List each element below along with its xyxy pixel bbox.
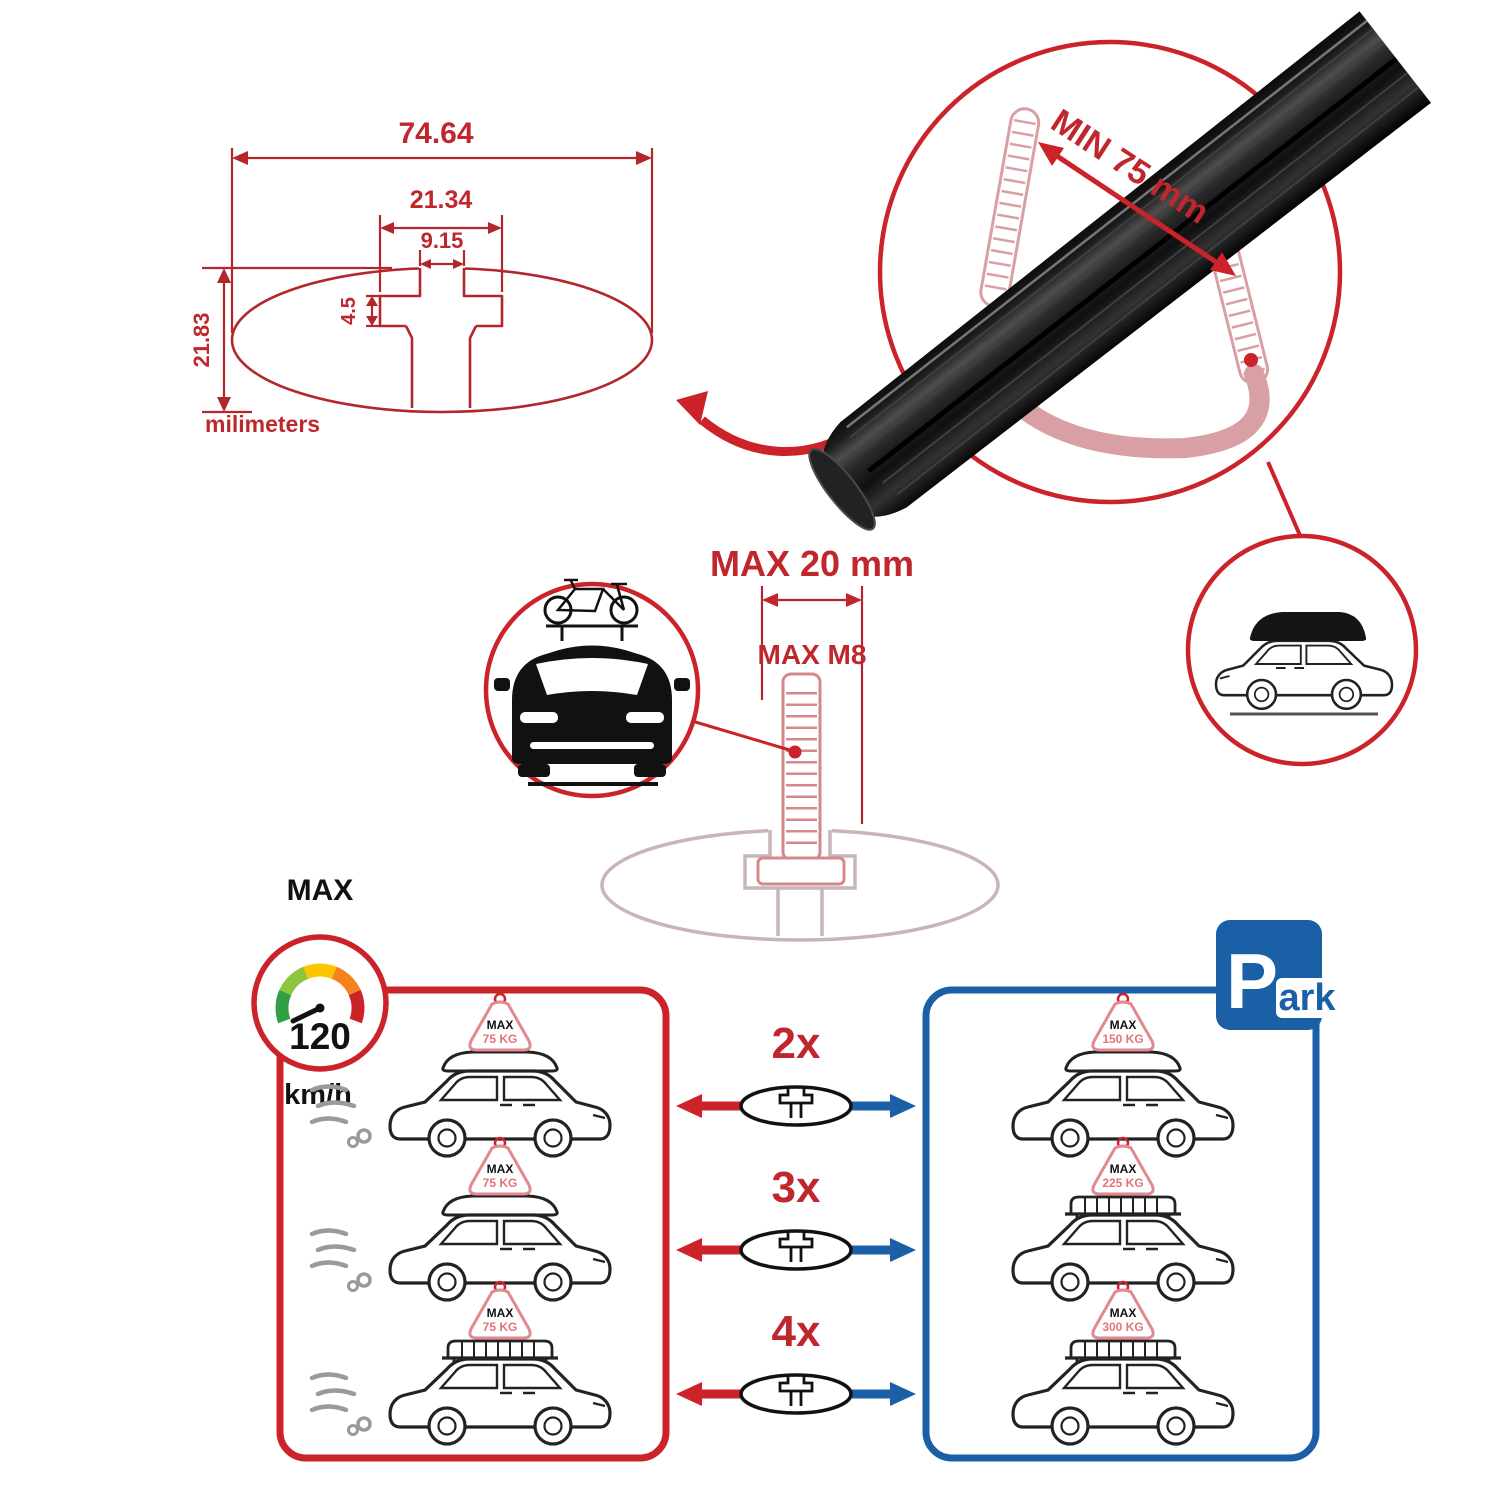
load-cone: MAX 75 KG — [468, 1280, 532, 1340]
cone-max-label: MAX — [1110, 1018, 1137, 1032]
suv-circle-outline — [1185, 533, 1419, 767]
dim-channel-outer: 21.34 — [378, 186, 504, 292]
bolt-dimension-lines — [760, 586, 864, 824]
load-cone: MAX 300 KG — [1091, 1280, 1155, 1340]
cone-weight-label: 75 KG — [483, 1032, 518, 1046]
parked-car-row-3: MAX 300 KG — [1011, 1280, 1235, 1446]
cone-max-label: MAX — [487, 1306, 514, 1320]
car-front-icon — [494, 645, 690, 786]
bolt-pointer-line — [691, 719, 794, 753]
speed-max-label: MAX — [287, 874, 354, 907]
bolt-pointer-dot — [788, 745, 802, 759]
dim-slot-width-value: 9.15 — [421, 228, 464, 253]
cone-weight-label: 225 KG — [1102, 1176, 1143, 1190]
speed-value: 120 — [289, 1016, 351, 1057]
dim-slot-depth: 4.5 — [338, 294, 380, 328]
cone-max-label: MAX — [487, 1162, 514, 1176]
dim-total-width-value: 74.64 — [398, 117, 473, 150]
suv-roofbox-circle — [1185, 533, 1419, 767]
cone-weight-label: 150 KG — [1102, 1032, 1143, 1046]
crossbar-section-icon — [739, 1229, 853, 1271]
dim-slot-width: 9.15 — [418, 228, 466, 269]
max-channel-width-label: MAX 20 mm — [710, 543, 914, 584]
cone-max-label: MAX — [487, 1018, 514, 1032]
t-bolt-icon — [756, 672, 846, 886]
dim-total-width: 74.64 — [230, 117, 654, 333]
parking-letter: P — [1226, 937, 1278, 1025]
max-bolt-size-label: MAX M8 — [758, 639, 867, 670]
car-front-circle — [483, 578, 701, 799]
cone-weight-label: 75 KG — [483, 1320, 518, 1334]
multiplier-label: 3x — [772, 1163, 821, 1212]
parked-car-row-1: MAX 150 KG — [1011, 992, 1235, 1158]
dim-total-height: 21.83 — [189, 266, 392, 414]
multiplier-label: 4x — [772, 1307, 821, 1356]
bike-icon — [543, 578, 639, 641]
multiplier-row-2: 3x — [676, 1163, 916, 1271]
speedometer-icon — [251, 934, 389, 1072]
crossbar-3d-icon — [808, 11, 1431, 531]
speedometer-gauge — [275, 963, 365, 1024]
load-cone: MAX 75 KG — [468, 992, 532, 1052]
bolt-diagram: MAX 20 mm MAX M8 — [600, 543, 1000, 942]
bar-detail-circle: MIN 75 mm — [808, 11, 1431, 531]
roof-cargo-box-icon — [1249, 612, 1367, 641]
dim-channel-outer-value: 21.34 — [410, 186, 473, 214]
cone-weight-label: 300 KG — [1102, 1320, 1143, 1334]
driving-car-row-3: MAX 75 KG — [312, 1280, 612, 1446]
speed-limit-badge: MAX 120 km/h — [251, 874, 389, 1111]
multiplier-row-1: 2x — [676, 1019, 916, 1127]
cone-max-label: MAX — [1110, 1306, 1137, 1320]
driving-panel — [276, 986, 670, 1462]
crossbar-section-icon — [739, 1373, 853, 1415]
dim-total-height-value: 21.83 — [189, 312, 214, 367]
circle-connector-line — [1266, 461, 1304, 541]
u-bolt-strap-icon — [1018, 364, 1270, 459]
crossbar-section-icon — [739, 1085, 853, 1127]
cone-weight-label: 75 KG — [483, 1176, 518, 1190]
parking-sign-icon: P ark — [1216, 920, 1338, 1030]
parking-suffix: ark — [1278, 977, 1336, 1019]
load-cone: MAX 150 KG — [1091, 992, 1155, 1052]
fixing-point-dot — [1244, 353, 1258, 367]
dim-slot-depth-value: 4.5 — [338, 297, 360, 325]
multiplier-label: 2x — [772, 1019, 821, 1068]
profile-dimension-diagram: 74.64 21.34 9.15 4.5 21.83 — [189, 117, 654, 437]
cone-max-label: MAX — [1110, 1162, 1137, 1176]
units-label: milimeters — [205, 411, 320, 437]
crossbar-profile-drawing — [230, 261, 654, 414]
load-cone: MAX 225 KG — [1091, 1136, 1155, 1196]
driving-car-row-1: MAX 75 KG — [312, 992, 612, 1158]
driving-car-row-2: MAX 75 KG — [312, 1136, 612, 1302]
load-cone: MAX 75 KG — [468, 1136, 532, 1196]
parked-car-row-2: MAX 225 KG — [1011, 1136, 1235, 1302]
multiplier-row-3: 4x — [676, 1307, 916, 1415]
